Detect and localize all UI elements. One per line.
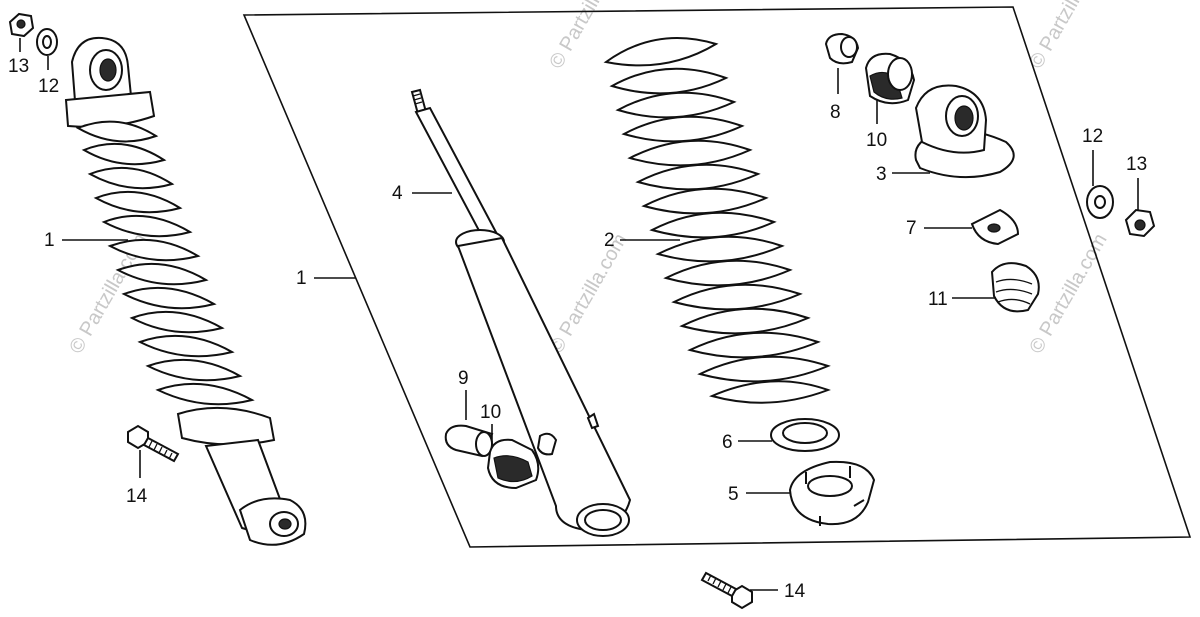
label-7: 7: [906, 218, 917, 239]
assembly-outline: [242, 6, 1192, 548]
label-1-left: 1: [44, 230, 55, 251]
collar-8: [824, 32, 860, 65]
watermark-5: © Partzilla.com: [1025, 0, 1111, 72]
label-6: 6: [722, 432, 733, 453]
bolt-14-bottom: [701, 572, 753, 609]
watermarks: © Partzilla.com © Partzilla.com © Partzi…: [65, 0, 1111, 358]
washer-12-left: [36, 28, 58, 56]
label-14-left: 14: [126, 486, 148, 507]
leader-lines: [19, 38, 1139, 591]
washer-12-right: [1086, 185, 1114, 219]
bushing-10-mid: [486, 438, 540, 490]
watermark-2: © Partzilla.com: [545, 230, 631, 358]
main-spring: [603, 37, 831, 404]
label-3: 3: [876, 164, 887, 185]
label-13-left: 13: [8, 56, 29, 77]
label-10-top: 10: [866, 130, 887, 151]
nut-13-left: [8, 12, 35, 38]
label-11: 11: [928, 289, 948, 310]
adjuster-5: [788, 460, 876, 526]
rubber-11: [990, 262, 1040, 313]
plate-7: [970, 208, 1020, 246]
label-1-box: 1: [296, 268, 307, 289]
label-4: 4: [392, 183, 403, 204]
shock-absorber-assembly: [64, 36, 307, 546]
label-13-right: 13: [1126, 154, 1147, 175]
label-5: 5: [728, 484, 739, 505]
label-8: 8: [830, 102, 841, 123]
upper-mount-3: [914, 84, 1015, 179]
nut-13-right: [1124, 208, 1156, 238]
damper-unit: [410, 88, 632, 537]
label-12-right: 12: [1082, 126, 1103, 147]
spring-seat-6: [770, 418, 840, 452]
collar-9: [444, 424, 494, 458]
label-12-left: 12: [38, 76, 59, 97]
bolt-14-left: [127, 425, 179, 462]
label-10-mid: 10: [480, 402, 501, 423]
label-14-bottom: 14: [784, 581, 806, 602]
part-labels: 13 12 1 1 4 14 9 10 2 6 5 8 10 3 7 11 12…: [8, 56, 1147, 602]
label-2: 2: [604, 230, 615, 251]
bushing-10-top: [864, 52, 916, 105]
label-9: 9: [458, 368, 469, 389]
